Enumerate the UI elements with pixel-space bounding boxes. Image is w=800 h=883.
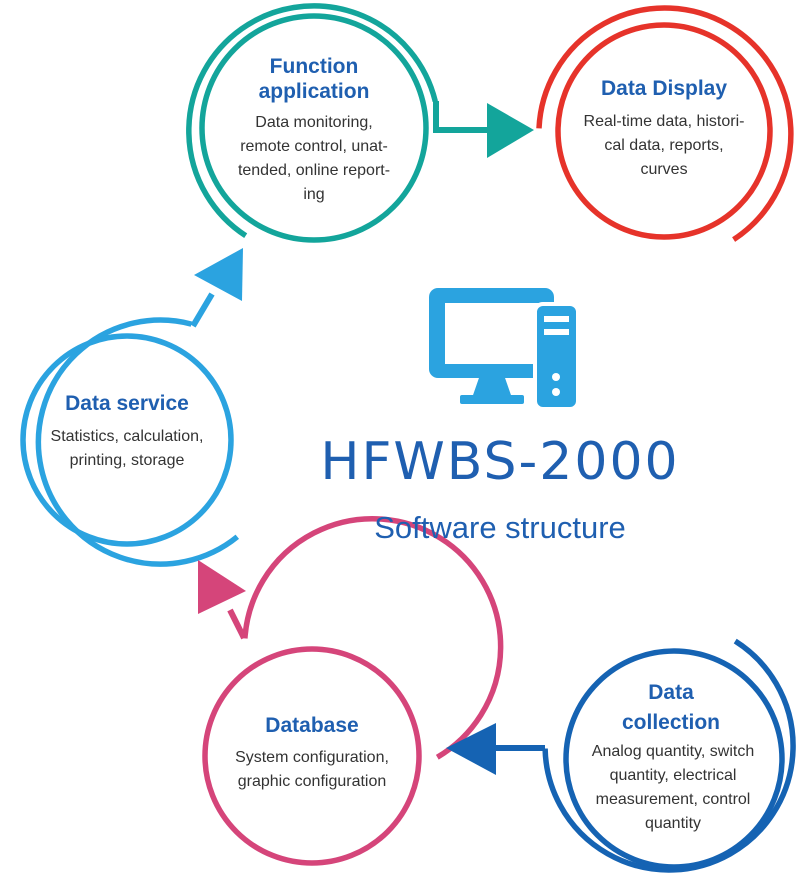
inner-ring — [202, 646, 422, 866]
function-application-title-line1: Function — [269, 55, 359, 78]
arrow-collection-to-database — [446, 723, 545, 775]
data-display-title: Data Display — [600, 77, 728, 100]
product-subtitle: Software structure — [374, 510, 626, 545]
desc-line: Analog quantity, switch — [591, 743, 755, 760]
outer-ring — [536, 5, 794, 242]
node-function-application — [186, 3, 438, 243]
node-data-collection — [542, 638, 796, 873]
database-desc: System configuration, graphic configurat… — [212, 746, 412, 794]
desc-line: cal data, reports, — [604, 137, 724, 154]
data-service-title: Data service — [65, 392, 189, 415]
function-application-title-line2: application — [258, 80, 370, 103]
computer-icon — [429, 288, 580, 411]
inner-ring — [563, 648, 785, 870]
inner-ring — [199, 13, 429, 243]
desc-line: remote control, unat- — [240, 138, 388, 155]
function-application-title: Function application — [224, 54, 404, 104]
data-collection-desc: Analog quantity, switch quantity, electr… — [574, 740, 772, 836]
node-data-display — [536, 5, 794, 242]
product-title: HFWBS-2000 — [320, 432, 680, 492]
function-application-desc: Data monitoring, remote control, unat- t… — [219, 111, 409, 207]
node-data-service — [20, 317, 240, 567]
desc-line: quantity — [644, 815, 702, 832]
desc-line: tended, online report- — [237, 162, 391, 179]
desc-line: Real-time data, histori- — [583, 113, 745, 130]
desc-line: Statistics, calculation, — [50, 428, 204, 445]
data-service-desc: Statistics, calculation, printing, stora… — [32, 425, 222, 473]
outer-ring — [35, 317, 240, 567]
outer-ring — [186, 3, 438, 239]
desc-line: System configuration, — [235, 749, 389, 766]
data-collection-title-line1: Data — [648, 681, 694, 704]
data-collection-title: Data collection — [581, 680, 761, 735]
desc-line: Data monitoring, — [255, 114, 373, 131]
database-title: Database — [265, 714, 359, 737]
inner-ring — [20, 333, 234, 547]
arrow-function-to-display — [433, 101, 534, 158]
desc-line: measurement, control — [595, 791, 751, 808]
node-database — [202, 516, 504, 866]
data-collection-title-line2: collection — [621, 711, 721, 734]
desc-line: printing, storage — [69, 452, 185, 469]
desc-line: quantity, electrical — [609, 767, 737, 784]
data-display-desc: Real-time data, histori- cal data, repor… — [569, 110, 759, 182]
inner-ring — [555, 22, 773, 240]
outer-ring — [242, 516, 504, 760]
arrow-service-to-function — [190, 248, 243, 328]
desc-line: curves — [640, 161, 688, 178]
desc-line: graphic configuration — [237, 773, 387, 790]
desc-line: ing — [303, 186, 325, 203]
arrow-database-to-service — [198, 560, 247, 640]
